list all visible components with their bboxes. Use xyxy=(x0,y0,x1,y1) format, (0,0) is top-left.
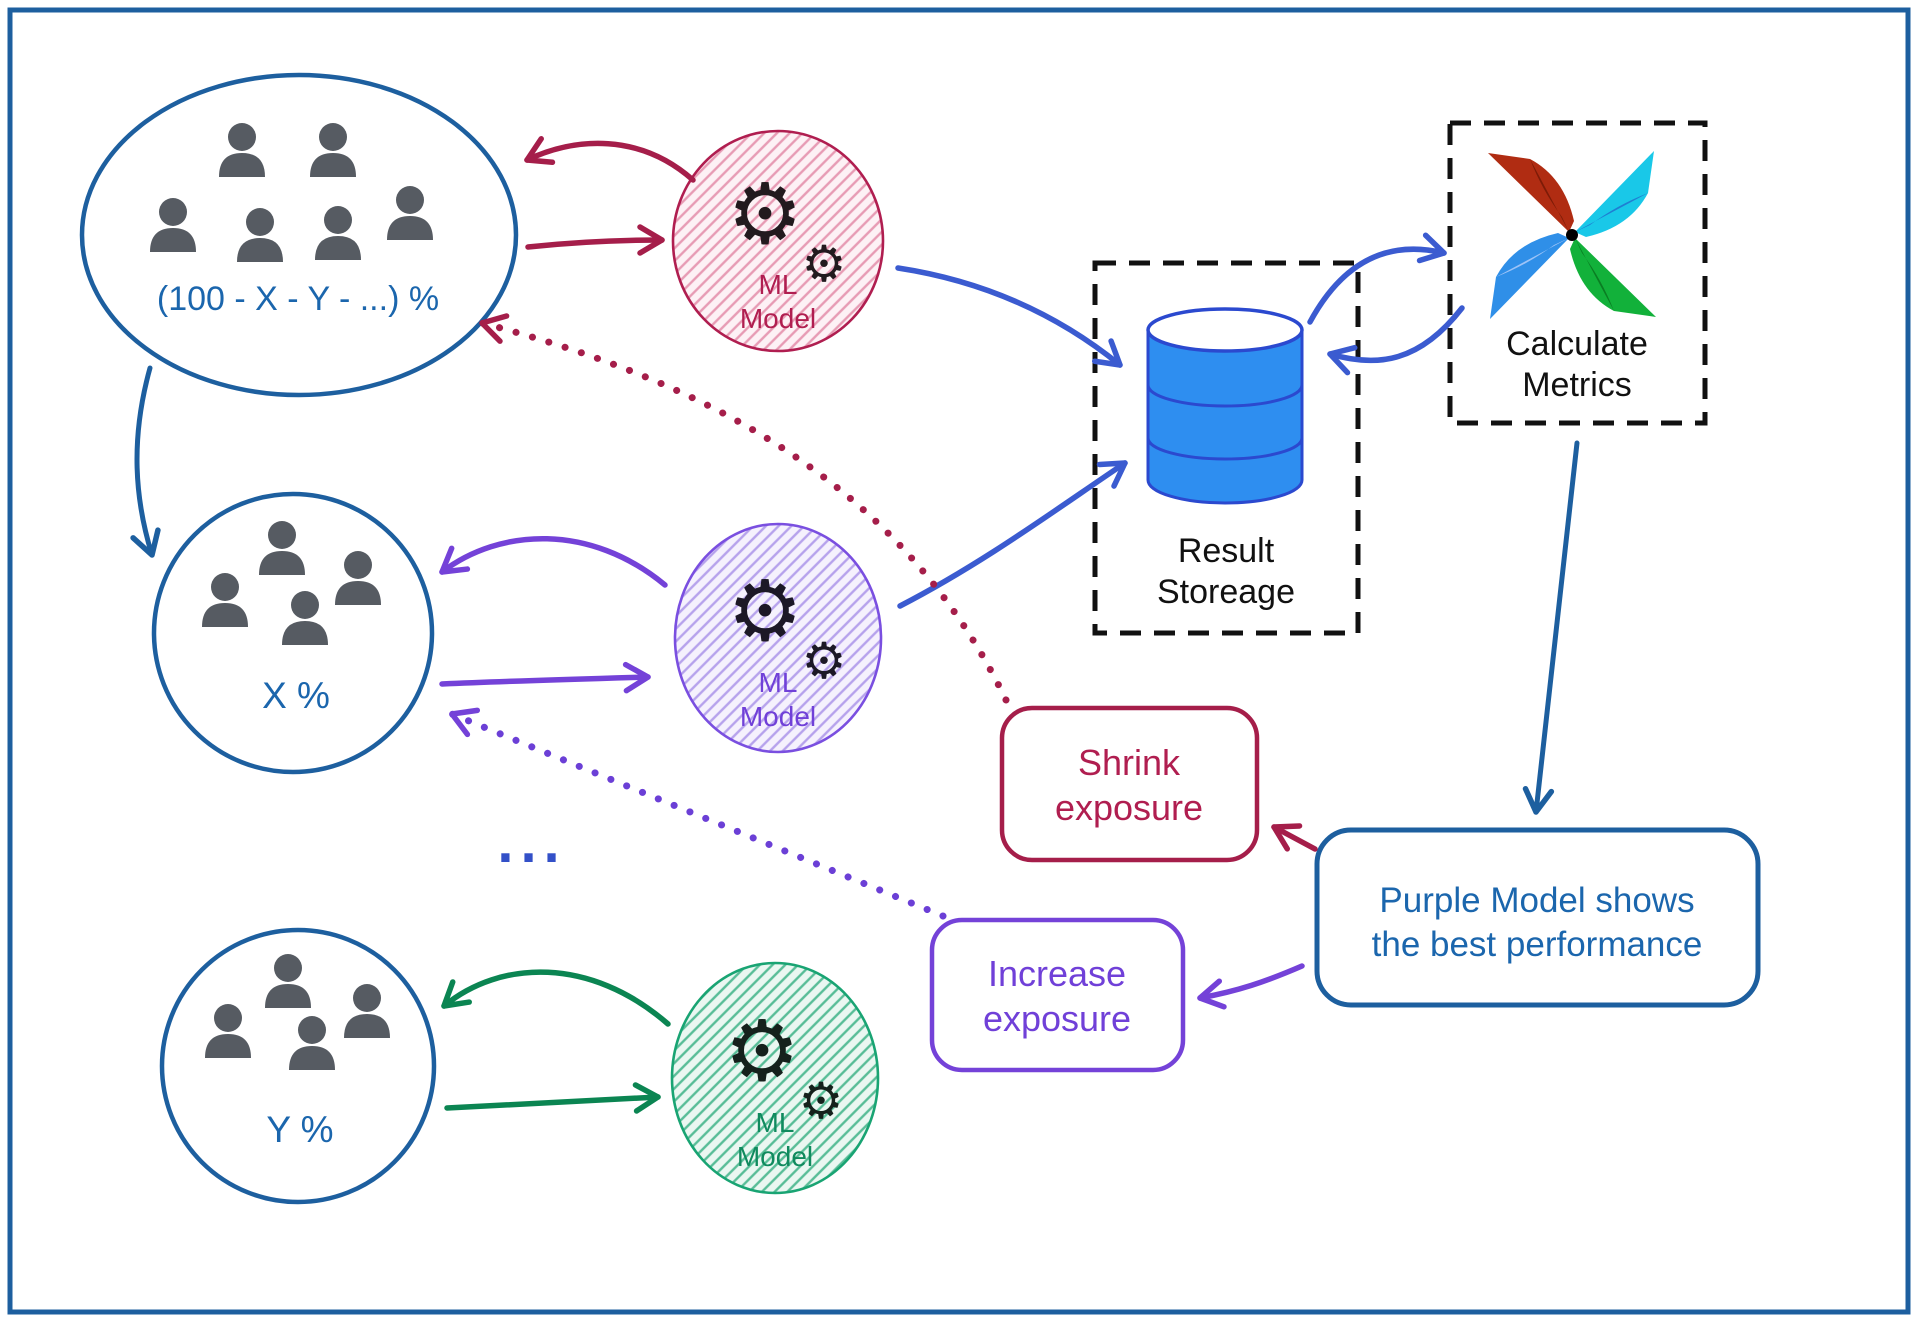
gear-icon: ⚙ xyxy=(724,1002,799,1100)
arrow-metrics-to-verdict xyxy=(1522,440,1580,815)
verdict-box: Purple Model shows the best performance xyxy=(1314,827,1761,1008)
result-storage-box: Result Storeage xyxy=(1092,260,1361,636)
arrow-control-to-red-model xyxy=(525,224,665,256)
arrows xyxy=(130,136,1580,1114)
ml-model-purple-label-1: ML xyxy=(759,667,798,698)
increase-exposure-border xyxy=(929,917,1186,1073)
calculate-metrics-dashed-border xyxy=(1447,120,1708,426)
users-x-group: X % xyxy=(151,491,435,775)
verdict-border xyxy=(1314,827,1761,1008)
ml-model-purple-circle xyxy=(673,522,883,754)
calculate-metrics-box: Calculate Metrics xyxy=(1447,120,1708,426)
arrow-verdict-to-shrink xyxy=(1271,823,1318,852)
x-group-label: X % xyxy=(262,675,330,716)
arrow-control-to-x-group xyxy=(130,365,161,558)
gear-small-icon: ⚙ xyxy=(802,235,847,293)
control-group-ellipse xyxy=(79,72,519,398)
arrow-increase-to-x-dotted xyxy=(448,707,947,920)
more-groups-ellipsis: ... xyxy=(497,810,566,875)
increase-exposure-label-2: exposure xyxy=(983,998,1131,1039)
arrow-verdict-to-increase xyxy=(1197,963,1305,1010)
result-storage-label-2: Storeage xyxy=(1157,573,1295,611)
ml-model-red-label-2: Model xyxy=(740,303,816,334)
increase-exposure-box: Increase exposure xyxy=(929,917,1186,1073)
ml-model-green-circle xyxy=(670,961,880,1195)
arrow-red-model-to-control xyxy=(524,136,696,183)
arrow-metrics-to-storage xyxy=(1327,305,1465,376)
ml-model-green-label-1: ML xyxy=(756,1107,795,1138)
verdict-label-2: the best performance xyxy=(1372,925,1703,964)
page-border xyxy=(7,7,1911,1315)
pinwheel-icon xyxy=(1488,151,1656,319)
shrink-exposure-label-2: exposure xyxy=(1055,787,1203,828)
ml-model-green: ⚙ ⚙ ML Model xyxy=(670,961,880,1195)
gear-small-icon: ⚙ xyxy=(802,632,847,690)
gear-small-icon: ⚙ xyxy=(799,1072,844,1130)
verdict-label-1: Purple Model shows xyxy=(1379,881,1694,920)
arrow-green-model-to-y xyxy=(441,969,671,1027)
ml-model-red-label-1: ML xyxy=(759,269,798,300)
ml-model-purple-label-2: Model xyxy=(740,701,816,732)
calculate-metrics-label-1: Calculate xyxy=(1506,325,1648,363)
result-storage-label-1: Result xyxy=(1178,532,1275,570)
arrow-storage-to-metrics xyxy=(1307,232,1447,325)
users-y-group: Y % xyxy=(159,927,437,1205)
gear-icon: ⚙ xyxy=(727,562,802,660)
arrow-purple-model-to-x xyxy=(439,535,668,588)
ml-model-green-label-2: Model xyxy=(737,1141,813,1172)
ml-model-red: ⚙ ⚙ ML Model xyxy=(671,129,885,353)
y-group-label: Y % xyxy=(266,1109,333,1150)
users-control-group: (100 - X - Y - ...) % xyxy=(79,72,519,398)
shrink-exposure-label-1: Shrink xyxy=(1078,742,1181,783)
arrow-y-to-green-model xyxy=(444,1082,661,1114)
arrow-purple-model-to-storage xyxy=(897,460,1128,609)
arrow-red-model-to-storage xyxy=(895,265,1123,368)
gear-icon: ⚙ xyxy=(727,165,802,263)
result-storage-dashed-border xyxy=(1092,260,1361,636)
ml-model-purple: ⚙ ⚙ ML Model xyxy=(673,522,883,754)
database-icon xyxy=(1146,307,1304,505)
shrink-exposure-border xyxy=(999,705,1260,863)
calculate-metrics-label-2: Metrics xyxy=(1522,366,1632,404)
ml-model-red-circle xyxy=(671,129,885,353)
shrink-exposure-box: Shrink exposure xyxy=(999,705,1260,863)
increase-exposure-label-1: Increase xyxy=(988,953,1126,994)
arrow-x-to-purple-model xyxy=(439,661,651,694)
control-group-label: (100 - X - Y - ...) % xyxy=(157,280,439,318)
arrow-shrink-to-control-dotted xyxy=(478,313,1010,704)
